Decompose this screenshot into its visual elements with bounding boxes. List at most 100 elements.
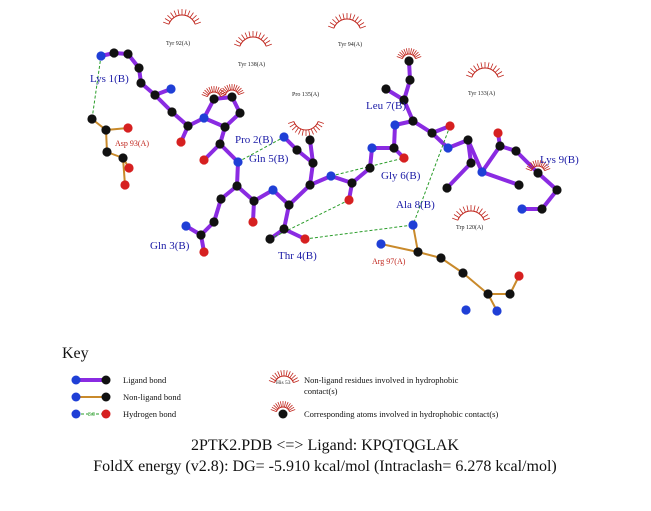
carbon-atom [196,230,206,240]
hydrophobic-arc-pro135 [288,121,324,136]
carbon-atom [305,180,315,190]
carbon-atom [458,268,468,278]
carbon-atom [463,135,473,145]
legend-ligand-bond-label: Ligand bond [123,375,167,385]
ligand-bond [445,161,473,190]
atom-layer [87,48,562,316]
carbon-atom [265,234,275,244]
label-thr4: Thr 4(B) [278,250,317,262]
legend-hydrogen-bond-label: Hydrogen bond [123,409,177,419]
legend-hydrophobic-residues-text-2: contact(s) [304,386,338,396]
hydrophobic-arc-tyr94 [328,13,366,29]
nitrogen-atom [96,51,106,61]
contact-atom-arc [525,160,551,171]
carbon-atom [347,178,357,188]
carbon-atom [215,139,225,149]
legend-hydrophobic-atoms-label: Corresponding atoms involved in hydropho… [304,409,498,419]
hydrophobic-arc-tyr133 [466,62,504,78]
carbon-atom [405,75,415,85]
nitrogen-atom [233,157,243,167]
label-gly6: Gly 6(B) [381,170,421,182]
carbon-atom [227,92,237,102]
nitrogen-atom [461,305,471,315]
legend-ligand-bond: Ligand bond [71,375,167,385]
oxygen-atom [493,128,503,138]
nitrogen-atom [517,204,527,214]
label-lys1: Lys 1(B) [90,73,129,85]
oxygen-atom [399,153,409,163]
legend-hydrophobic-residue: His 53 Non-ligand residues involved in h… [268,370,459,396]
oxygen-atom [300,234,310,244]
carbon-atom [442,183,452,193]
carbon-atom [249,196,259,206]
footer-line-1: 2PTK2.PDB <=> Ligand: KPQTQGLAK [191,437,459,454]
carbon-atom [235,108,245,118]
nonligand-bond [462,272,489,295]
carbon-atom [109,48,119,58]
label-leu7: Leu 7(B) [366,100,406,112]
nonligand-bond [380,243,419,253]
legend-hydrophobic-atom: Corresponding atoms involved in hydropho… [270,401,498,419]
footer-line-2: FoldX energy (v2.8): DG= -5.910 kcal/mol… [93,458,556,475]
hyd-label-tyr138: Tyr 138(A) [238,61,265,68]
nitrogen-atom [390,120,400,130]
label-gln3: Gln 3(B) [150,240,190,252]
carbon-atom [404,56,414,66]
carbon-atom [495,141,505,151]
carbon-atom [118,153,128,163]
legend-example-residue: His 53 [276,380,291,386]
carbon-atom [209,217,219,227]
carbon-atom [511,146,521,156]
nitrogen-atom [199,113,209,123]
carbon-atom [483,289,493,299]
carbon-atom [150,90,160,100]
oxygen-atom [248,217,258,227]
label-gln5: Gln 5(B) [249,153,289,165]
hydrogen-bond [304,224,414,240]
nitrogen-atom [279,132,289,142]
oxygen-atom [344,195,354,205]
legend-hydrophobic-residues-text: Non-ligand residues involved in hydropho… [304,375,459,385]
nitrogen-atom [477,167,487,177]
carbon-atom [102,147,112,157]
carbon-atom [505,289,515,299]
legend-nonligand-bond: Non-ligand bond [71,392,182,402]
carbon-atom [292,145,302,155]
nitrogen-atom [326,171,336,181]
legend-hydrogen-bond: 3.0 Hydrogen bond [71,409,177,419]
legend-hbond-distance: 3.0 [88,412,95,418]
label-pro2: Pro 2(B) [235,134,274,146]
legend-hydrophobic-arc-icon [268,370,300,383]
hydrophobic-arc-tyr92 [163,9,201,25]
carbon-atom [552,185,562,195]
oxygen-atom [199,247,209,257]
nitrogen-atom [181,221,191,231]
carbon-atom [87,114,97,124]
contact-atom-arc [219,84,245,95]
hydrogen-bond [91,55,102,120]
legend-title: Key [62,345,89,362]
hydrogen-bond [237,136,285,163]
carbon-atom [305,135,315,145]
oxygen-atom [120,180,130,190]
nitrogen-atom [376,239,386,249]
ligand-bond [480,144,502,174]
carbon-atom [408,116,418,126]
legend-contact-atom-arc-icon [270,401,296,412]
ligand-bond [514,149,540,175]
hyd-label-pro135: Pro 135(A) [292,91,319,98]
carbon-atom [123,49,133,59]
carbon-atom [466,158,476,168]
hydrophobic-arc-layer [163,9,551,221]
nitrogen-atom [166,84,176,94]
ligand-bond [466,139,484,173]
carbon-atom [427,128,437,138]
carbon-atom [136,78,146,88]
label-ala8: Ala 8(B) [396,199,435,211]
ligand-bond [481,170,520,187]
hydrophobic-arc-tyr138 [234,31,272,47]
carbon-atom [134,63,144,73]
nitrogen-atom [492,306,502,316]
carbon-atom [514,180,524,190]
